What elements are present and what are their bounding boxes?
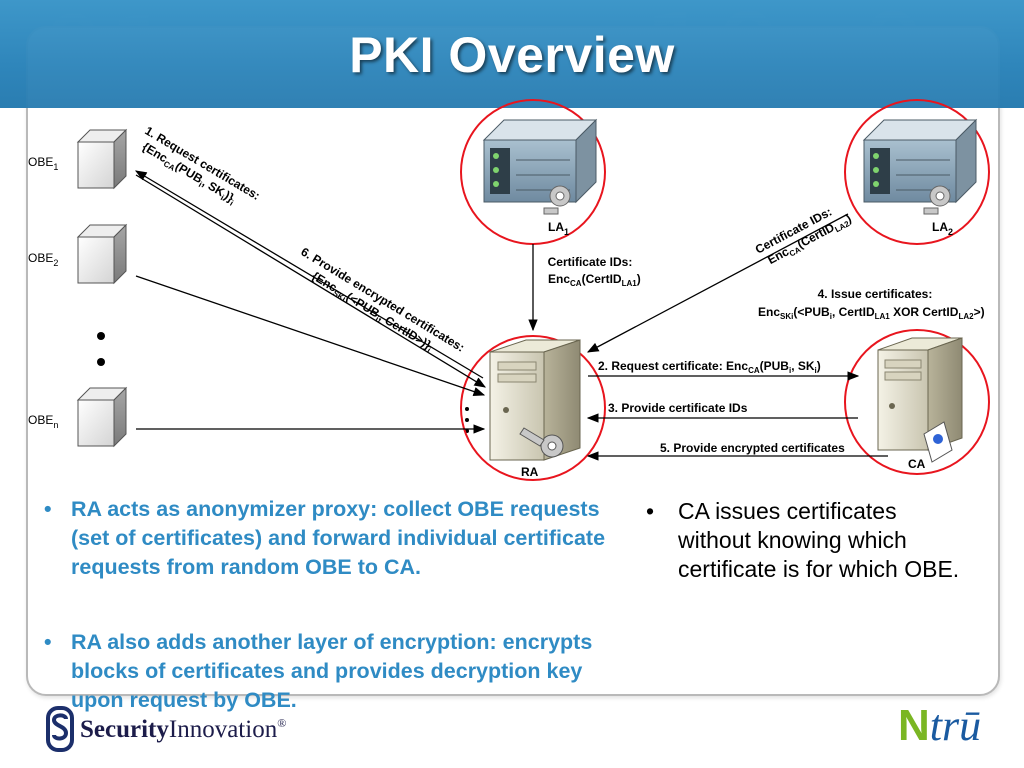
bullet-item: • RA acts as anonymizer proxy: collect O… (44, 495, 614, 582)
page-title: PKI Overview (349, 27, 675, 83)
obe2-device-icon (76, 223, 128, 285)
ca-server-icon (877, 337, 963, 463)
arrow-4-label: 4. Issue certificates: (818, 287, 933, 301)
la2-cert-ids-label: Certificate IDs: EncCA(CertIDLA2) (753, 198, 855, 272)
arrow-1-request-certificates (134, 170, 484, 379)
bullet-item: • RA also adds another layer of encrypti… (44, 628, 614, 715)
obe1-device-icon (76, 128, 128, 190)
ntru-logo: Ntrū (898, 701, 982, 750)
arrow-1-label: 1. Request certificates: {EncCA(PUBi, SK… (134, 124, 266, 220)
bullet-glyph: • (44, 630, 52, 654)
ellipsis-dot (465, 429, 469, 433)
la1-cert-ids-label: Certificate IDs: (548, 255, 633, 269)
ra-label: RA (521, 465, 539, 479)
la2-circle (844, 99, 990, 245)
oben-label: OBEn (28, 413, 58, 430)
la2-label: LA2 (932, 220, 953, 237)
arrow-4-enc: EncSKi(<PUBi, CertIDLA1 XOR CertIDLA2>) (758, 305, 985, 321)
arrow-5-label: 5. Provide encrypted certificates (660, 441, 845, 455)
ra-server-icon (489, 339, 581, 461)
arrow-la2-to-ra (586, 213, 849, 353)
ellipsis-dot (97, 332, 105, 340)
arrow-obe2-to-ra (135, 275, 486, 397)
ellipsis-dot (97, 358, 105, 366)
security-innovation-logo-text: SecurityInnovation® (80, 716, 287, 743)
bullet-text: RA acts as anonymizer proxy: collect OBE… (71, 497, 606, 579)
obe2-label: OBE2 (28, 251, 58, 268)
la2-server-icon (862, 118, 978, 215)
la1-cert-ids-enc: EncCA(CertIDLA1) (548, 272, 641, 288)
ca-label: CA (908, 457, 926, 471)
arrow-2-label: 2. Request certificate: EncCA(PUBi, SKi) (598, 359, 821, 375)
ca-circle (844, 329, 990, 475)
bullet-text: RA also adds another layer of encryption… (71, 630, 593, 712)
bullet-glyph: • (44, 497, 52, 521)
ellipsis-dot (465, 418, 469, 422)
oben-device-icon (76, 386, 128, 448)
bullet-glyph: • (646, 498, 655, 524)
bullet-text: CA issues certificates without knowing w… (678, 498, 960, 582)
arrow-3-label: 3. Provide certificate IDs (608, 401, 748, 415)
bullet-item: • CA issues certificates without knowing… (640, 497, 960, 584)
ellipsis-dot (465, 407, 469, 411)
ra-circle (460, 335, 606, 481)
security-innovation-logo-icon (46, 706, 74, 752)
la1-label: LA1 (548, 220, 569, 237)
la1-server-icon (482, 118, 598, 215)
arrow-6-provide-encrypted-certificates (135, 174, 486, 388)
header-bar-overlay (0, 0, 1024, 108)
arrow-6-label: 6. Provide encrypted certificates: {EncS… (290, 245, 470, 371)
obe1-label: OBE1 (28, 155, 58, 172)
